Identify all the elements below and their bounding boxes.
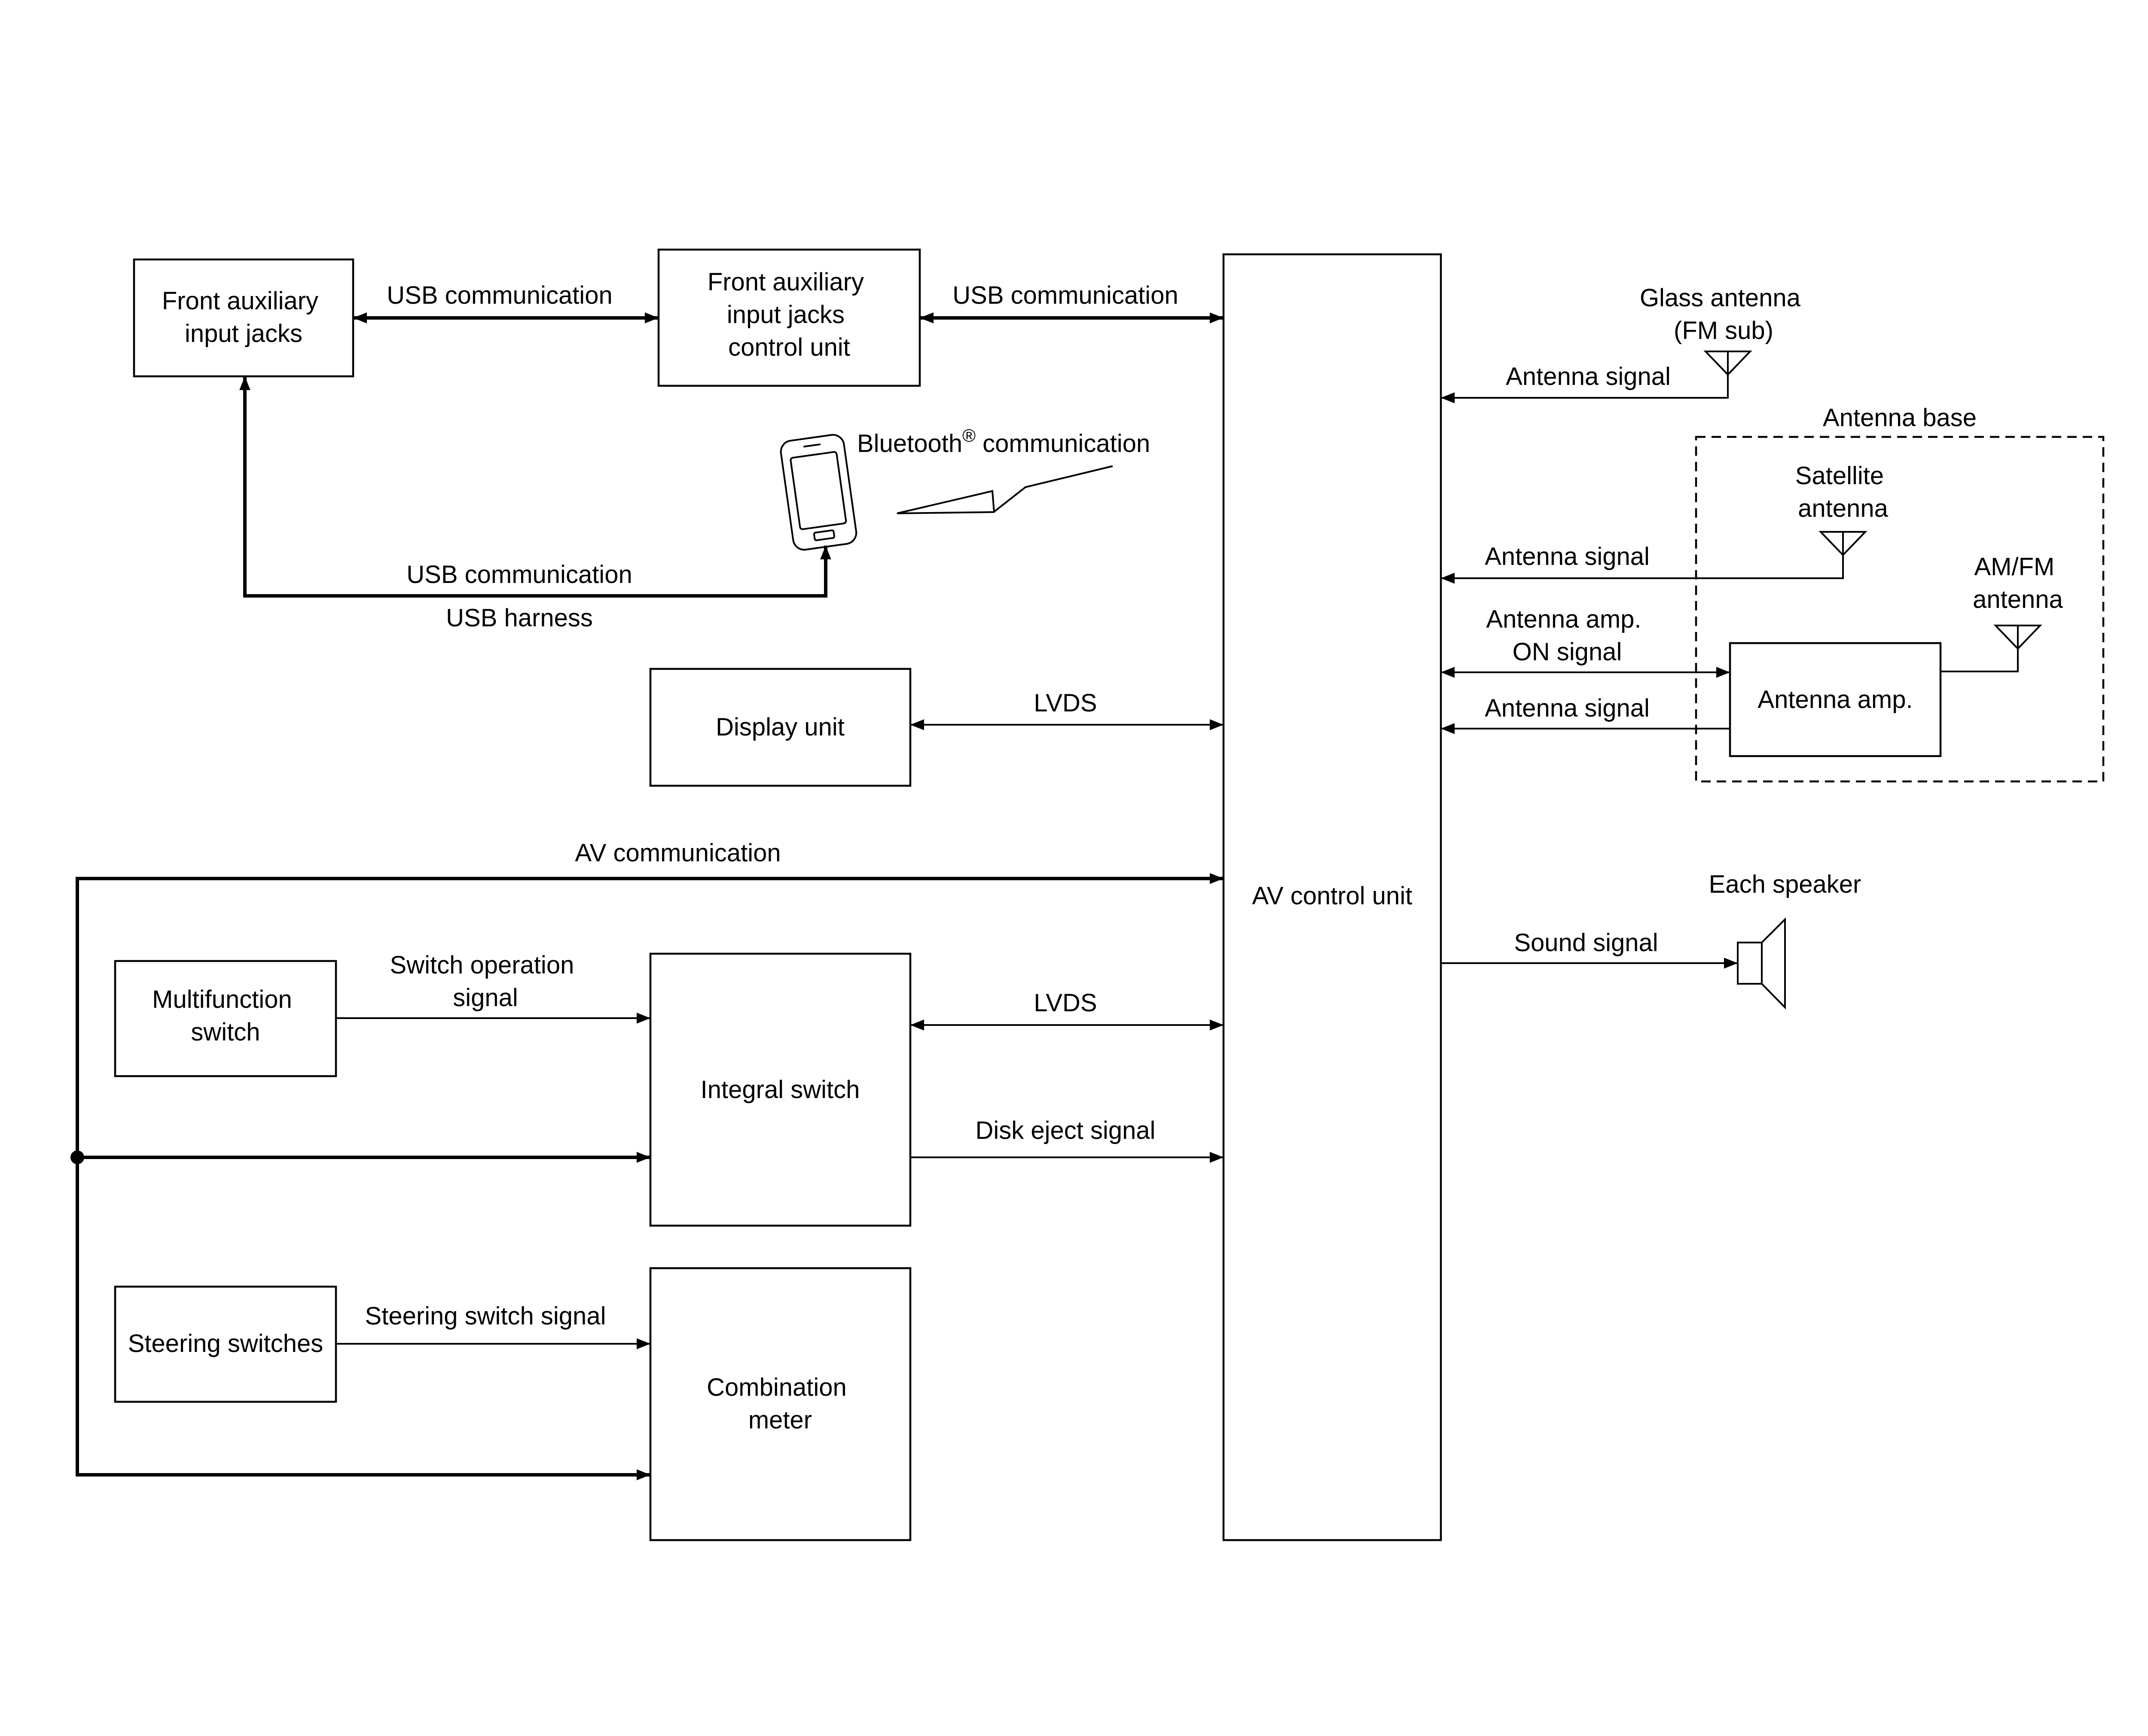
antenna-signal-label: Antenna signal	[1506, 363, 1671, 391]
display-unit-label: Display unit	[716, 713, 845, 741]
sound-signal-link: Sound signal	[1441, 929, 1738, 969]
bluetooth-communication-label: Bluetooth® communication	[857, 425, 1150, 458]
usb-link-control-to-av: USB communication	[920, 281, 1224, 323]
glass-antenna-label: Glass antenna (FM sub)	[1640, 284, 1807, 345]
antenna-signal-label: Antenna signal	[1485, 543, 1650, 571]
front-aux-control-unit-block: Front auxiliary input jacks control unit	[657, 248, 921, 387]
av-communication-bus: AV communication	[70, 839, 1224, 1480]
antenna-signal-label: Antenna signal	[1485, 694, 1650, 722]
av-control-unit-label: AV control unit	[1252, 882, 1413, 910]
amfm-antenna-link: AM/FM antenna	[1941, 553, 2063, 672]
disk-eject-link: Disk eject signal	[910, 1117, 1224, 1163]
antenna-amp-label: Antenna amp.	[1757, 686, 1913, 714]
switch-operation-link: Switch operation signal	[336, 951, 650, 1024]
usb-communication-label: USB communication	[952, 281, 1178, 309]
antenna-base-label: Antenna base	[1823, 404, 1977, 432]
amfm-antenna-label: AM/FM antenna	[1973, 553, 2063, 613]
lvds-label: LVDS	[1034, 989, 1097, 1017]
av-control-unit-block: AV control unit	[1222, 253, 1442, 1541]
satellite-antenna-label: Satellite antenna	[1795, 462, 1891, 522]
usb-link-jacks-to-control: USB communication	[353, 281, 659, 323]
usb-harness-label: USB harness	[446, 604, 593, 632]
antenna-amp-signal-link: Antenna signal	[1441, 694, 1730, 734]
integral-switch-block: Integral switch	[649, 952, 912, 1227]
lvds-label: LVDS	[1034, 689, 1097, 717]
bus-junction-dot	[70, 1150, 84, 1164]
antenna-base-group: Antenna base	[1695, 404, 2105, 783]
speaker-icon: Each speaker	[1709, 870, 1861, 1010]
front-aux-jacks-block: Front auxiliary input jacks	[133, 258, 354, 378]
av-communication-label: AV communication	[575, 839, 781, 867]
glass-antenna-link: Glass antenna (FM sub) Antenna signal	[1441, 284, 1807, 403]
steering-switches-label: Steering switches	[128, 1330, 323, 1358]
antenna-amp-on-link: Antenna amp. ON signal	[1441, 605, 1730, 678]
front-aux-jacks-label: Front auxiliary input jacks	[162, 287, 325, 348]
usb-communication-label: USB communication	[387, 281, 612, 309]
display-unit-block: Display unit	[649, 668, 912, 787]
integral-switch-label: Integral switch	[701, 1076, 860, 1104]
sound-signal-label: Sound signal	[1514, 929, 1658, 957]
steering-switches-block: Steering switches	[114, 1285, 337, 1403]
usb-harness-link: USB communication USB harness	[239, 376, 831, 632]
lvds-display-link: LVDS	[910, 689, 1224, 730]
front-aux-control-unit-label: Front auxiliary input jacks control unit	[708, 268, 871, 361]
each-speaker-label: Each speaker	[1709, 870, 1861, 898]
steering-switch-link: Steering switch signal	[336, 1302, 650, 1349]
satellite-antenna-link: Satellite antenna Antenna signal	[1441, 462, 1891, 584]
usb-communication-label: USB communication	[406, 561, 632, 589]
multifunction-switch-label: Multifunction switch	[152, 985, 299, 1046]
lvds-integral-link: LVDS	[910, 989, 1224, 1031]
antenna-amp-block: Antenna amp.	[1729, 642, 1942, 757]
antenna-amp-on-label: Antenna amp. ON signal	[1486, 605, 1648, 666]
bluetooth-signal-icon: Bluetooth® communication	[857, 425, 1150, 514]
steering-switch-signal-label: Steering switch signal	[365, 1302, 606, 1330]
combination-meter-block: Combination meter	[649, 1267, 912, 1541]
disk-eject-label: Disk eject signal	[975, 1117, 1155, 1144]
multifunction-switch-block: Multifunction switch	[114, 960, 337, 1077]
switch-operation-label: Switch operation signal	[390, 951, 581, 1012]
smartphone-icon	[780, 434, 857, 551]
